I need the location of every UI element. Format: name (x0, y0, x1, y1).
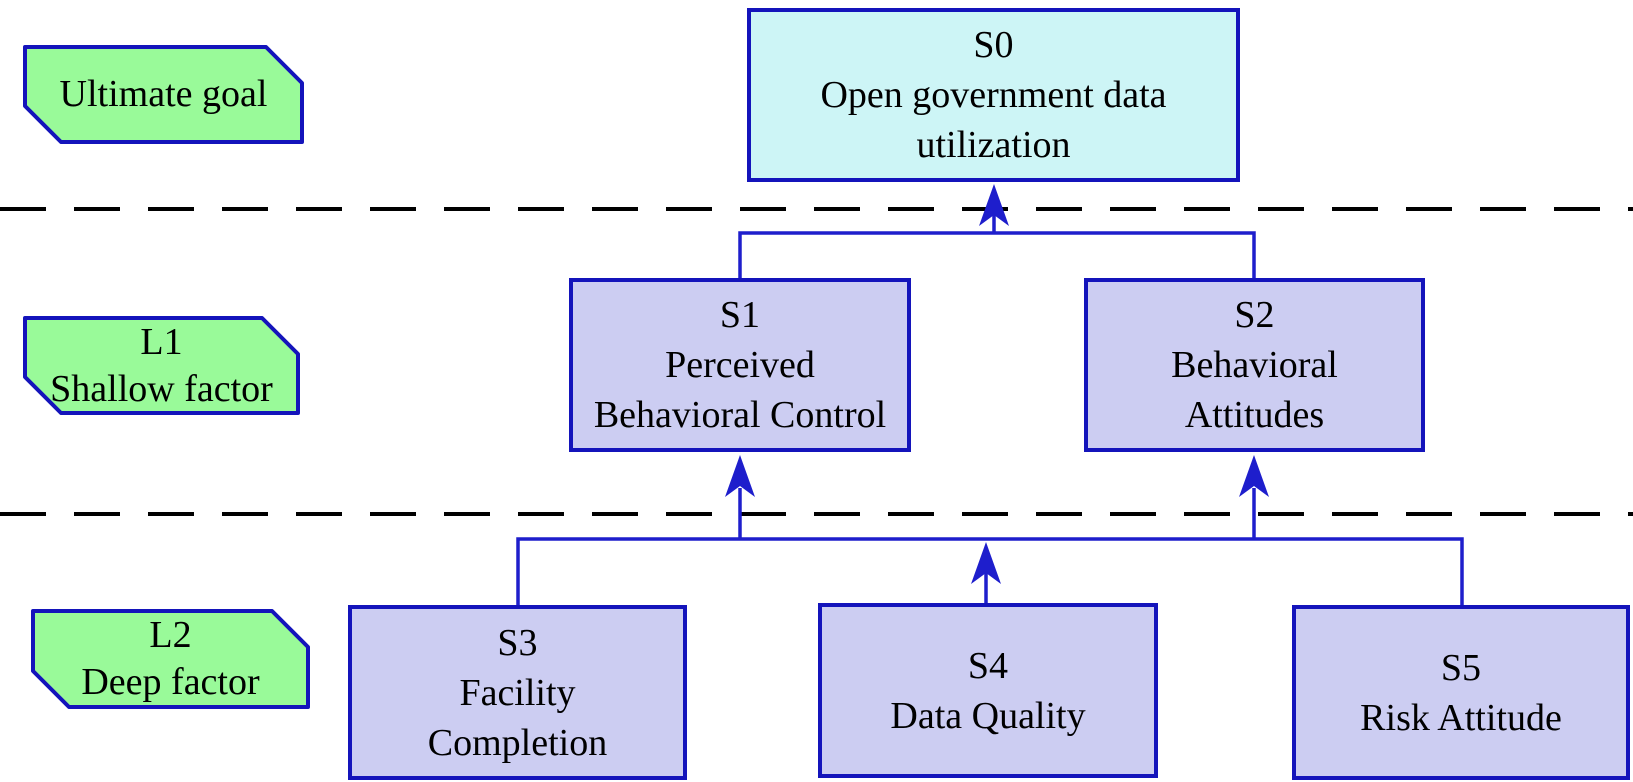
node-s2: S2 Behavioral Attitudes (1084, 278, 1425, 452)
node-s3: S3 Facility Completion (348, 605, 687, 780)
level-label-shape-l1 (23, 316, 300, 415)
node-line: Behavioral Control (593, 394, 887, 436)
level-label-shape-ultimate-goal (23, 45, 304, 144)
node-line: S0 (973, 24, 1014, 66)
node-line: Data Quality (890, 694, 1086, 737)
node-line: Facility (459, 671, 576, 714)
node-line: Behavioral (1171, 344, 1338, 386)
level-label-line: L2 (149, 614, 192, 656)
level-label-line: Shallow factor (50, 367, 273, 410)
connector-s1-s2-bus (738, 231, 1256, 280)
level-label-shape-l2 (31, 609, 310, 709)
node-s4: S4 Data Quality (818, 603, 1158, 778)
level-label-l1: L1 Shallow factor (25, 318, 298, 413)
node-s1: S1 Perceived Behavioral Control (569, 278, 911, 452)
node-line: S5 (1440, 646, 1482, 689)
node-line: utilization (916, 124, 1071, 166)
connector-s3-s5-bus (516, 537, 1464, 607)
arrowhead-up-icon (725, 455, 755, 497)
level-label-line: L1 (140, 320, 183, 363)
node-line: S4 (967, 644, 1009, 687)
node-line: S2 (1234, 294, 1275, 336)
level-label-line: Ultimate goal (59, 73, 268, 115)
node-line: Risk Attitude (1360, 696, 1562, 739)
node-s0: S0 Open government data utilization (747, 8, 1240, 182)
arrowhead-up-icon (971, 542, 1001, 584)
node-s5: S5 Risk Attitude (1292, 605, 1630, 780)
node-line: Open government data (820, 74, 1167, 116)
level-label-l2: L2 Deep factor (33, 611, 308, 707)
node-line: S1 (719, 294, 761, 336)
node-line: Completion (427, 721, 608, 764)
node-line: S3 (497, 621, 538, 664)
node-line: Perceived (665, 344, 815, 386)
arrowhead-up-icon (979, 184, 1009, 226)
level-label-line: Deep factor (81, 661, 260, 703)
level-label-ultimate-goal: Ultimate goal (25, 47, 302, 142)
node-line: Attitudes (1184, 394, 1325, 436)
arrowhead-up-icon (1239, 455, 1269, 497)
